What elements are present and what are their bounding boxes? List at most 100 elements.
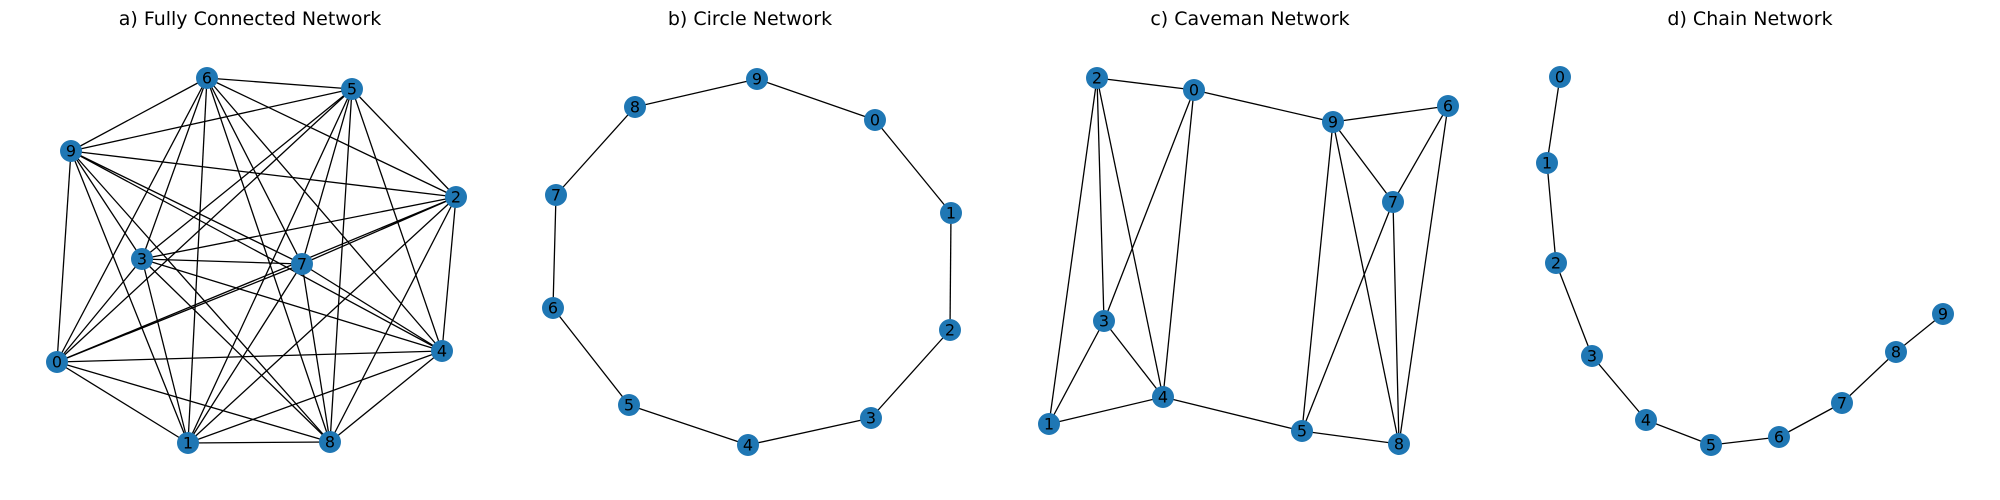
graph-node-label: 7 — [1837, 394, 1847, 413]
graph-node-label: 1 — [1044, 415, 1054, 434]
graph-node — [196, 67, 218, 89]
graph-edge — [1555, 262, 1593, 357]
graph-node-label: 0 — [1189, 81, 1199, 100]
graph-node — [939, 319, 961, 341]
graph-node — [46, 351, 68, 373]
graph-node-label: 2 — [451, 188, 461, 207]
graph-edge — [1096, 77, 1195, 91]
graph-node — [1038, 413, 1060, 435]
graph-node — [445, 186, 467, 208]
graph-edge — [141, 77, 208, 260]
graph-edge — [56, 263, 303, 363]
graph-node-label: 7 — [1388, 193, 1398, 212]
graph-edge — [1048, 77, 1098, 425]
graph-node-label: 5 — [1706, 436, 1716, 455]
graph-node — [940, 202, 962, 224]
graph-edge — [1841, 351, 1897, 404]
graph-node — [1291, 420, 1313, 442]
graph-node-label: 9 — [1938, 305, 1948, 324]
graph-edge — [1162, 89, 1195, 398]
graph-node-label: 4 — [743, 436, 753, 455]
graph-node-label: 0 — [870, 111, 880, 130]
graph-edge — [552, 307, 630, 406]
graph-node — [1382, 191, 1404, 213]
graph-edge — [747, 417, 872, 446]
graph-node — [618, 394, 640, 416]
graph-edge — [187, 263, 303, 444]
graph-edge — [874, 119, 952, 214]
graph-edge — [70, 77, 208, 152]
graph-edge — [1193, 89, 1334, 123]
graph-node — [860, 407, 882, 429]
graph-node-label: 0 — [52, 353, 62, 372]
graph-node-label: 5 — [624, 396, 634, 415]
graph-edge — [56, 196, 457, 363]
graph-edge — [1103, 89, 1195, 322]
graph-edge — [756, 78, 876, 121]
graph-edge — [1096, 77, 1105, 322]
graph-node — [341, 78, 363, 100]
graph-edge — [351, 88, 443, 352]
graph-edge — [1301, 121, 1334, 432]
graph-node-label: 4 — [1158, 388, 1168, 407]
graph-edge — [329, 350, 443, 443]
graph-node-label: 1 — [946, 204, 956, 223]
graph-node-label: 9 — [1328, 113, 1338, 132]
graph-node — [1831, 392, 1853, 414]
graph-node-label: 3 — [137, 250, 147, 269]
graph-edge — [1048, 320, 1105, 425]
graph-node — [131, 248, 153, 270]
graph-edge — [329, 88, 353, 443]
graph-edge — [70, 150, 143, 260]
graph-node — [1086, 67, 1108, 89]
graph-edge — [70, 150, 303, 265]
graph-node — [737, 434, 759, 456]
graph-edge — [1710, 436, 1780, 446]
graph-node-label: 5 — [1297, 422, 1307, 441]
graph-edge — [351, 88, 457, 198]
graph-node-label: 5 — [347, 80, 357, 99]
graph-node — [1700, 434, 1722, 456]
graph-edge — [206, 77, 353, 90]
graph-node-label: 6 — [548, 299, 558, 318]
graph-node — [1635, 409, 1657, 431]
graph-node-label: 3 — [1587, 347, 1597, 366]
graph-edge — [141, 258, 331, 443]
graph-edge — [1301, 430, 1400, 445]
graph-node-label: 4 — [437, 342, 447, 361]
graph-node-label: 1 — [183, 434, 193, 453]
graph-node — [177, 432, 199, 454]
graph-node-label: 9 — [66, 142, 76, 161]
graph-edge — [206, 77, 331, 443]
graph-node — [746, 68, 768, 90]
graph-node-label: 6 — [1443, 97, 1453, 116]
graph-edge — [206, 77, 303, 265]
graph-node — [1768, 426, 1790, 448]
graph-edge — [56, 258, 143, 363]
graph-edge — [1591, 355, 1647, 421]
graph-edge — [1096, 77, 1164, 398]
graph-node — [1932, 303, 1954, 325]
graph-edge — [141, 258, 189, 444]
graph-node — [1437, 95, 1459, 117]
graph-node — [624, 96, 646, 118]
graph-edge — [1301, 201, 1394, 432]
graph-edge — [870, 329, 951, 419]
graph-node — [1536, 152, 1558, 174]
graph-node-label: 7 — [297, 255, 307, 274]
graph-node-label: 8 — [1394, 435, 1404, 454]
graph-edge — [56, 361, 189, 444]
graph-edge — [187, 441, 331, 444]
graph-node — [291, 253, 313, 275]
graph-node-label: 6 — [202, 69, 212, 88]
graph-edge — [1546, 76, 1561, 164]
graph-node-label: 2 — [1092, 69, 1102, 88]
graph-edge — [552, 194, 557, 309]
graph-node — [1549, 66, 1571, 88]
graph-edge — [70, 150, 331, 443]
graph-node — [1388, 433, 1410, 455]
graph-edge — [141, 88, 353, 260]
